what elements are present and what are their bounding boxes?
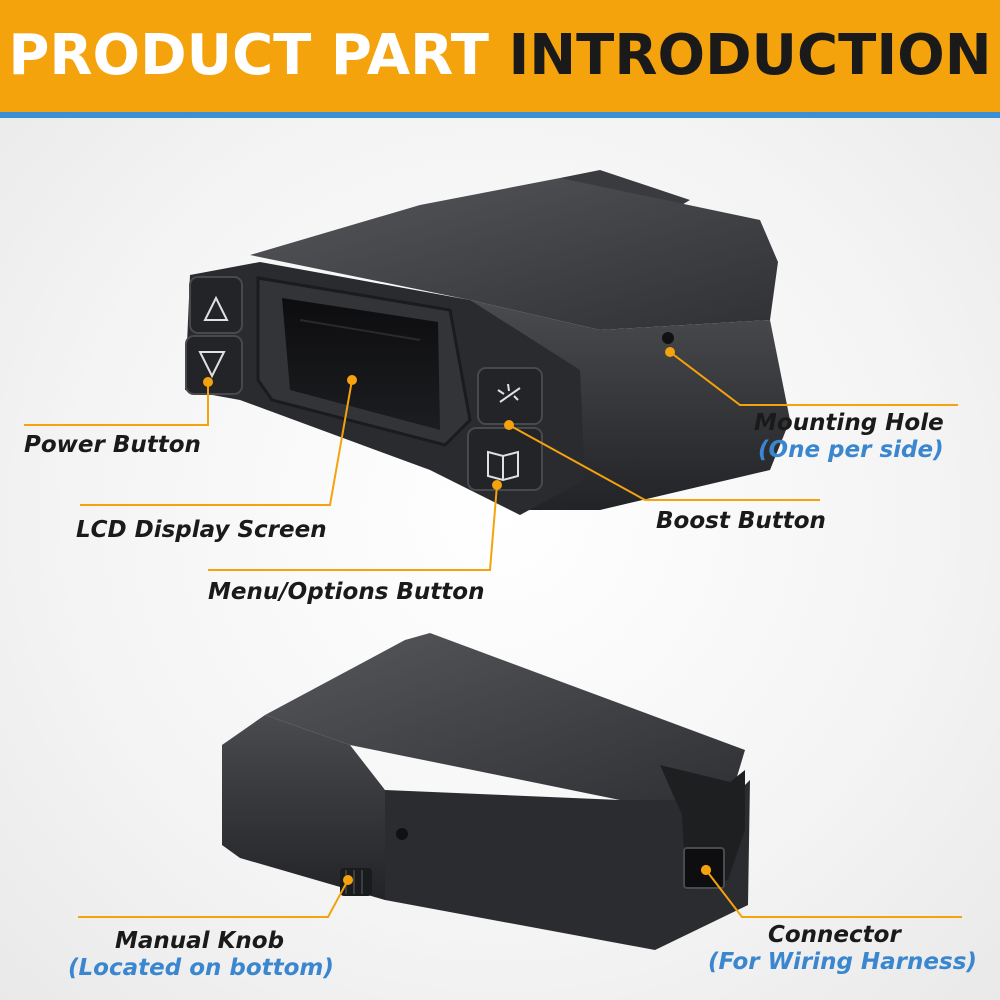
down-button: [185, 335, 243, 395]
menu-book-icon: [487, 450, 519, 482]
callout-boost-button: [508, 424, 820, 501]
callout-power-button: [24, 382, 209, 426]
callout-manual-knob: [78, 879, 349, 918]
lcd-display-screen: [282, 298, 440, 430]
callout-lines: [24, 347, 962, 918]
brake-controller-front: [185, 170, 790, 515]
header-underline: [0, 112, 1000, 118]
label-lcd-display: LCD Display Screen: [76, 517, 327, 543]
note-manual-knob: (Located on bottom): [68, 955, 334, 981]
label-power-button: Power Button: [24, 432, 201, 458]
up-button: [189, 276, 243, 334]
title-part-2: INTRODUCTION: [508, 23, 992, 88]
up-arrow-icon: [203, 295, 229, 321]
callout-connector: [705, 869, 962, 918]
label-menu-button: Menu/Options Button: [208, 579, 485, 605]
header-banner: [0, 0, 1000, 112]
callout-mounting-hole: [669, 351, 958, 406]
callout-lcd-display: [80, 379, 353, 506]
mounting-hole: [662, 332, 674, 344]
note-mounting-hole: (One per side): [758, 437, 944, 463]
side-hole: [396, 828, 408, 840]
page-title: PRODUCT PART INTRODUCTION: [0, 0, 1000, 112]
brake-controller-rear: [222, 633, 750, 950]
boost-icon: [497, 383, 521, 403]
callout-menu-button: [208, 484, 498, 571]
label-connector: Connector: [768, 922, 901, 948]
label-boost-button: Boost Button: [656, 508, 826, 534]
label-manual-knob: Manual Knob: [115, 928, 285, 954]
title-part-1: PRODUCT PART: [8, 23, 489, 88]
label-mounting-hole: Mounting Hole: [754, 410, 944, 436]
down-arrow-icon: [198, 351, 226, 379]
note-connector: (For Wiring Harness): [708, 949, 977, 975]
